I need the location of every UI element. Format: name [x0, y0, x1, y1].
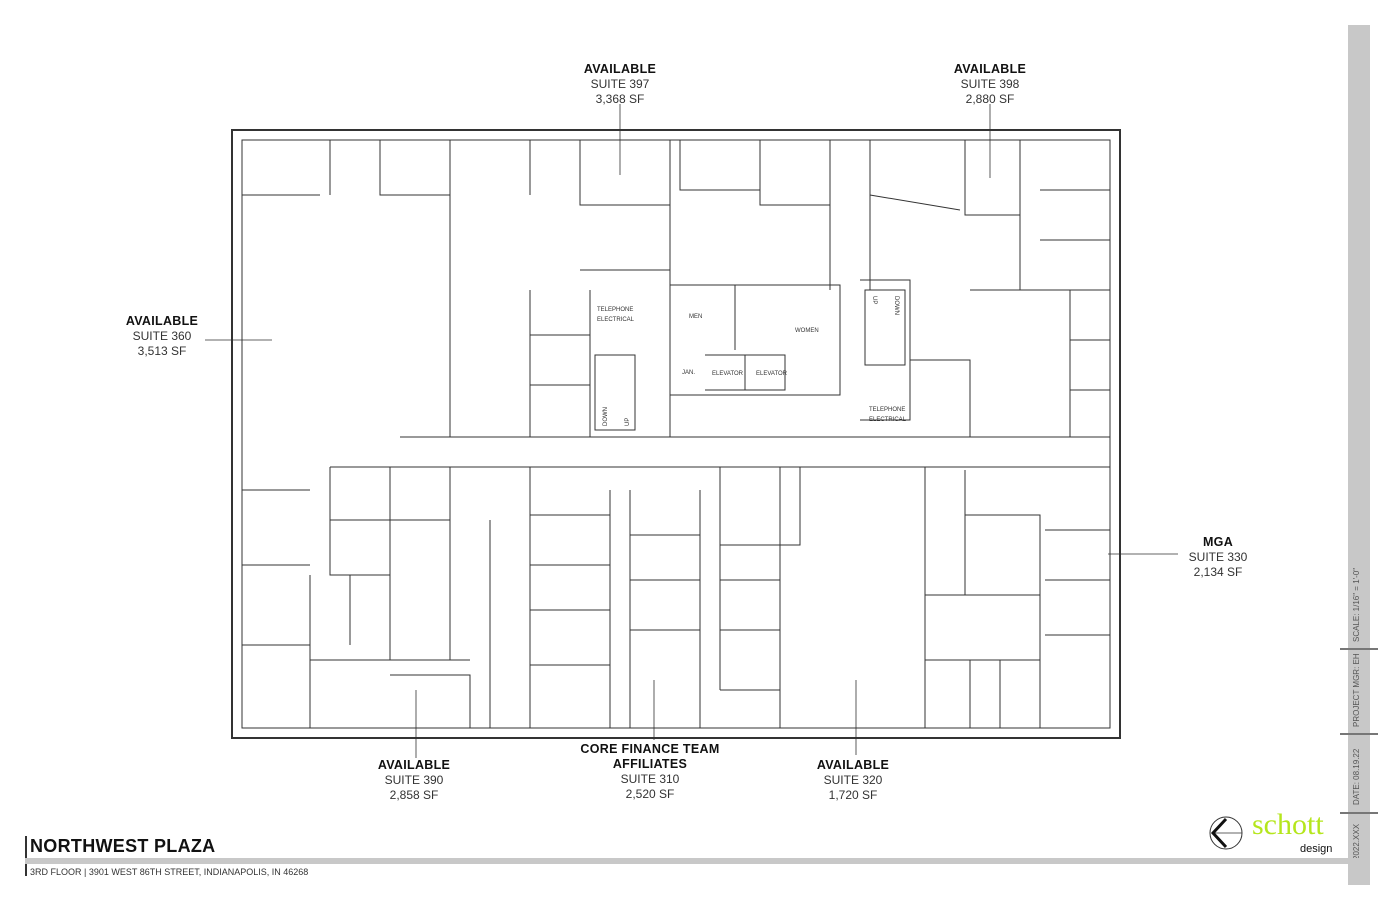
- schott-logo-icon: [1209, 816, 1243, 850]
- page-title: NORTHWEST PLAZA: [30, 836, 216, 856]
- room-women: WOMEN: [795, 328, 819, 334]
- title-underline: [25, 858, 1370, 864]
- stair-west-down: DOWN: [603, 407, 609, 426]
- address-subtitle: 3RD FLOOR | 3901 WEST 86TH STREET, INDIA…: [30, 867, 309, 877]
- title-block-divider: [1340, 648, 1378, 650]
- room-elevator-2: ELEVATOR: [756, 371, 788, 377]
- building-outline: [231, 129, 1121, 739]
- stair-east-up: UP: [871, 296, 877, 304]
- date-text: DATE: 08.19.22: [1352, 748, 1361, 805]
- building-inner-outline: [241, 139, 1111, 729]
- room-electrical-east: ELECTRICAL: [869, 417, 907, 423]
- title-accent-bar: [25, 836, 27, 876]
- scale-text: SCALE: 1/16" = 1'-0": [1352, 567, 1361, 642]
- stair-east-down: DOWN: [893, 296, 899, 315]
- room-jan: JAN.: [682, 370, 695, 376]
- north-offices: [242, 140, 1110, 437]
- stair-west: [594, 354, 636, 431]
- core: [529, 269, 1071, 437]
- logo-subtext: design: [1300, 843, 1333, 855]
- stair-east: [864, 289, 906, 366]
- room-elevator-1: ELEVATOR: [712, 371, 744, 377]
- room-men: MEN: [689, 314, 702, 320]
- title-block-divider: [1340, 812, 1378, 814]
- corridor-walls: [330, 436, 1110, 468]
- room-electrical-west: ELECTRICAL: [597, 317, 635, 323]
- room-telephone-west: TELEPHONE: [597, 307, 633, 313]
- south-offices: [242, 467, 1110, 728]
- project-number-text: 2022.XXX: [1352, 823, 1361, 860]
- title-block-divider: [1340, 733, 1378, 735]
- stair-west-up: UP: [625, 418, 631, 426]
- logo-wordmark: schott: [1252, 808, 1324, 841]
- project-mgr-text: PROJECT MGR: EH: [1352, 653, 1361, 727]
- title-block-bar: [1348, 25, 1370, 885]
- room-telephone-east: TELEPHONE: [869, 407, 905, 413]
